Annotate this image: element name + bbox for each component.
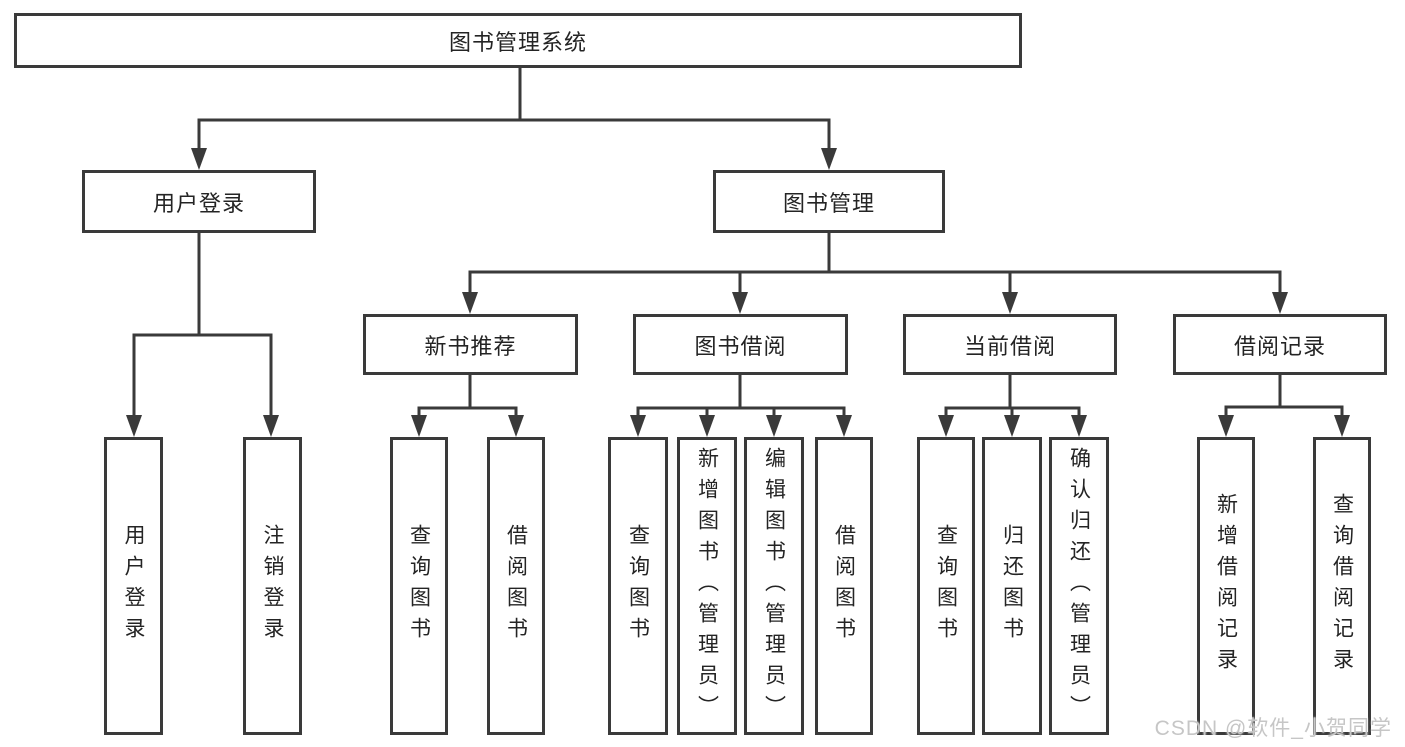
leaf-user-login: 用户登录 — [104, 437, 163, 735]
node-label: 图书借阅 — [694, 333, 787, 359]
leaf-label: 借阅图书 — [504, 524, 528, 648]
leaf-label: 查询图书 — [626, 524, 650, 648]
node-label: 新书推荐 — [424, 333, 517, 359]
leaf-label: 确认归还（管理员） — [1067, 446, 1091, 726]
leaf-label: 归还图书 — [1000, 524, 1024, 648]
node-label: 当前借阅 — [963, 333, 1056, 359]
leaf-label: 编辑图书（管理员） — [762, 446, 786, 726]
leaf-query-books-recommend: 查询图书 — [390, 437, 448, 735]
leaf-edit-books-admin: 编辑图书（管理员） — [744, 437, 804, 735]
node-borrowing-records: 借阅记录 — [1173, 314, 1387, 375]
leaf-query-books-current: 查询图书 — [917, 437, 975, 735]
leaf-add-borrow-record: 新增借阅记录 — [1197, 437, 1255, 735]
leaf-label: 查询借阅记录 — [1330, 493, 1354, 679]
leaf-borrow-books: 借阅图书 — [815, 437, 873, 735]
leaf-borrow-books-recommend: 借阅图书 — [487, 437, 545, 735]
node-label: 用户登录 — [152, 190, 245, 216]
node-current-borrowing: 当前借阅 — [903, 314, 1117, 375]
leaf-label: 新增图书（管理员） — [695, 446, 719, 726]
leaf-label: 查询图书 — [934, 524, 958, 648]
leaf-label: 用户登录 — [122, 524, 145, 648]
node-label: 借阅记录 — [1233, 333, 1326, 359]
csdn-watermark: CSDN @软件_小贺同学 — [1154, 717, 1392, 740]
leaf-label: 查询图书 — [407, 524, 431, 648]
leaf-query-borrow-record: 查询借阅记录 — [1313, 437, 1371, 735]
leaf-logout: 注销登录 — [243, 437, 302, 735]
leaf-label: 借阅图书 — [832, 524, 856, 648]
leaf-return-books: 归还图书 — [982, 437, 1042, 735]
node-library-management-system: 图书管理系统 — [14, 13, 1022, 68]
leaf-label: 注销登录 — [261, 524, 284, 648]
node-book-management: 图书管理 — [713, 170, 945, 233]
leaf-confirm-return-admin: 确认归还（管理员） — [1049, 437, 1109, 735]
leaf-label: 新增借阅记录 — [1214, 493, 1238, 679]
node-new-book-recommendation: 新书推荐 — [363, 314, 578, 375]
leaf-add-books-admin: 新增图书（管理员） — [677, 437, 737, 735]
node-label: 图书管理 — [782, 190, 875, 216]
leaf-query-books-borrow: 查询图书 — [608, 437, 668, 735]
node-book-borrowing: 图书借阅 — [633, 314, 848, 375]
node-label: 图书管理系统 — [448, 29, 587, 55]
node-user-login: 用户登录 — [82, 170, 316, 233]
